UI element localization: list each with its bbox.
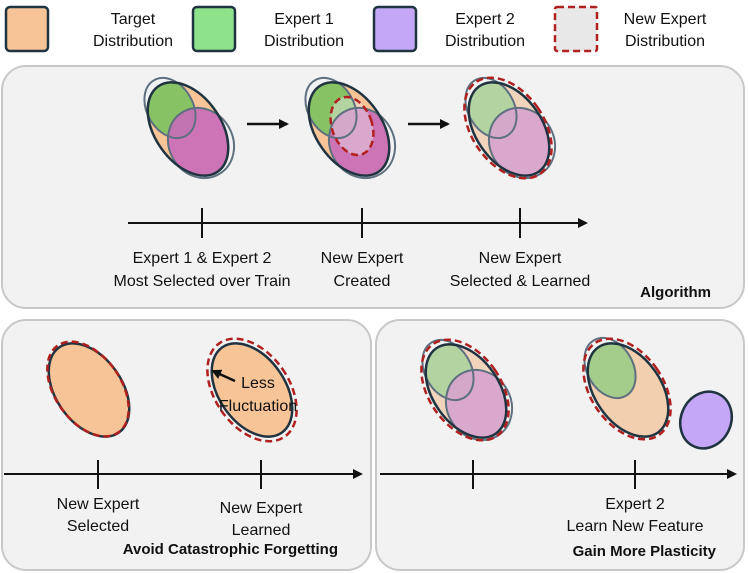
forgetting-timeline: New Expert Selected New Expert Learned	[4, 460, 363, 539]
tick2-label-line1: New Expert	[321, 250, 404, 267]
legend-target-line2: Distribution	[93, 33, 173, 50]
annotation-arrow	[211, 369, 236, 383]
tick2-label-line2: Learn New Feature	[567, 518, 704, 535]
legend-item-expert1: Expert 1 Distribution	[191, 5, 344, 53]
expert1-distribution	[584, 337, 636, 399]
learned-distribution: Less Fluctuation	[206, 337, 298, 443]
target-swatch	[4, 5, 50, 53]
legend-expert2-line2: Distribution	[445, 33, 525, 50]
new-expert-distribution	[466, 80, 552, 178]
stage2-distributions	[304, 76, 397, 180]
target-distribution	[210, 342, 294, 438]
legend-target-line1: Target	[111, 11, 156, 28]
expert2-distribution	[678, 390, 734, 450]
forgetting-title: Avoid Catastrophic Forgetting	[123, 541, 338, 558]
expert1-swatch	[191, 5, 237, 53]
tick1-label-line1: New Expert	[57, 496, 140, 513]
tick3-label-line1: New Expert	[479, 250, 562, 267]
legend-expert1-line2: Distribution	[264, 33, 344, 50]
new-expert-distribution	[420, 338, 510, 442]
expert2-distribution	[328, 107, 396, 179]
legend-item-target: Target Distribution	[4, 5, 173, 53]
algorithm-title: Algorithm	[640, 284, 711, 301]
new-expert-distribution	[582, 337, 672, 441]
legend-item-new-expert: New Expert Distribution	[553, 5, 707, 53]
expert2-distribution	[445, 369, 513, 441]
tick2-label-line2: Created	[334, 273, 391, 290]
legend-expert2-line1: Expert 2	[455, 11, 515, 28]
new-expert-distribution	[206, 337, 298, 443]
plasticity-stage2	[582, 336, 734, 450]
tick1-label-line2: Most Selected over Train	[114, 273, 291, 290]
tick1-label-line1: Expert 1 & Expert 2	[133, 250, 272, 267]
tick2-label-line1: New Expert	[220, 500, 303, 517]
forgetting-panel: Less Fluctuation New Expert Selected New…	[1, 319, 372, 571]
tick1-label-line2: Selected	[67, 518, 129, 535]
annotation-less: Less	[241, 375, 275, 392]
selected-distribution	[46, 340, 131, 438]
new-expert-swatch	[553, 5, 599, 53]
annotation-fluctuation: Fluctuation	[219, 398, 297, 415]
legend-item-expert2: Expert 2 Distribution	[372, 5, 525, 53]
legend-new-expert-line2: Distribution	[625, 33, 705, 50]
plasticity-panel: Expert 2 Learn New Feature Gain More Pla…	[375, 319, 745, 571]
expert2-distribution	[167, 107, 235, 179]
legend-new-expert-line1: New Expert	[624, 11, 707, 28]
expert2-distribution	[488, 107, 556, 179]
expert2-swatch	[372, 5, 418, 53]
stage3-distributions	[463, 76, 557, 180]
stage1-distributions	[143, 76, 236, 180]
legend: Target Distribution Expert 1 Distributio…	[4, 5, 707, 53]
algorithm-panel-bg	[1, 65, 745, 309]
algorithm-timeline: Expert 1 & Expert 2 Most Selected over T…	[114, 208, 591, 290]
legend-expert1-line1: Expert 1	[274, 11, 334, 28]
plasticity-title: Gain More Plasticity	[573, 543, 717, 560]
plasticity-timeline: Expert 2 Learn New Feature	[380, 460, 737, 535]
new-expert-distribution	[46, 340, 130, 438]
tick2-label-line2: Learned	[232, 522, 291, 539]
tick2-label-line1: Expert 2	[605, 496, 665, 513]
plasticity-stage1	[420, 338, 514, 442]
tick3-label-line2: Selected & Learned	[450, 273, 591, 290]
algorithm-panel: Expert 1 & Expert 2 Most Selected over T…	[1, 65, 745, 309]
new-expert-distribution	[330, 96, 374, 156]
